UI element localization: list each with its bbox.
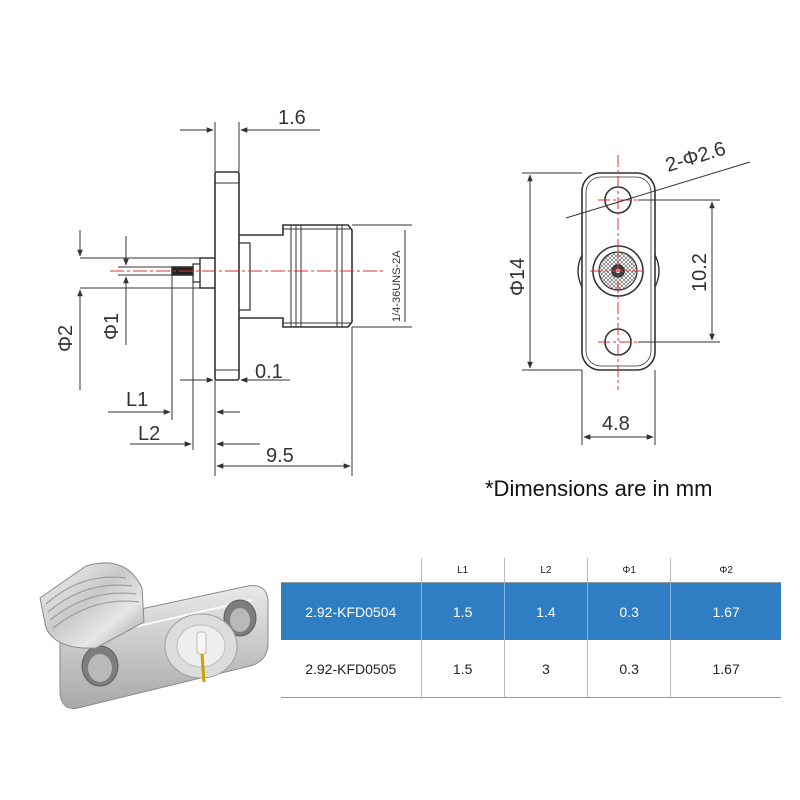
dim-flange-length: Φ14 [507, 258, 529, 296]
header-l1: L1 [420, 558, 505, 583]
front-dimensions [522, 161, 751, 445]
dim-l2: L2 [138, 423, 160, 445]
header-l2: L2 [503, 558, 588, 583]
dim-flange-thickness: 1.6 [278, 107, 306, 129]
rear-boss [199, 257, 215, 289]
dim-thread: 1/4-36UNS-2A [391, 250, 403, 322]
dim-flange-width: 4.8 [602, 413, 630, 435]
technical-drawing: 1.6 1/4-36UNS-2A Φ2 Φ1 0.1 L1 L2 9.5 [55, 107, 751, 476]
cell-phi1: 0.3 [586, 582, 671, 640]
front-centerlines [590, 155, 646, 390]
dim-l1: L1 [126, 389, 148, 411]
dim-length: 9.5 [266, 445, 294, 467]
flange-plate [214, 171, 240, 381]
cell-model: 2.92-KFD0505 [281, 640, 421, 698]
dim-gap: 0.1 [255, 361, 283, 383]
dim-phi1: Φ1 [101, 313, 123, 340]
cell-phi1: 0.3 [586, 640, 671, 698]
dim-hole-spacing: 10.2 [689, 253, 711, 292]
cell-l1: 1.5 [420, 640, 505, 698]
spec-table: L1 L2 Φ1 Φ2 2.92-KFD0504 1.5 1.4 0.3 1.6… [281, 558, 781, 698]
units-note: *Dimensions are in mm [485, 476, 713, 501]
cell-phi2: 1.67 [670, 582, 781, 640]
side-view [171, 171, 353, 381]
side-dimensions [77, 122, 412, 476]
cell-model: 2.92-KFD0504 [281, 582, 421, 640]
header-phi1: Φ1 [586, 558, 671, 583]
photo-barrel [39, 562, 145, 649]
table-row[interactable]: 2.92-KFD0504 1.5 1.4 0.3 1.67 [281, 582, 781, 640]
cell-l2: 3 [503, 640, 588, 698]
product-photo [39, 562, 269, 709]
photo-pin-insulator [196, 631, 207, 655]
dim-phi2: Φ2 [55, 325, 77, 352]
thread-lines [283, 225, 352, 327]
cell-phi2: 1.67 [670, 640, 781, 698]
photo-pin [200, 653, 206, 683]
cell-l1: 1.5 [420, 582, 505, 640]
header-phi2: Φ2 [670, 558, 781, 583]
header-model [281, 558, 421, 583]
dim-holes: 2-Φ2.6 [663, 138, 728, 177]
cell-l2: 1.4 [503, 582, 588, 640]
table-row[interactable]: 2.92-KFD0505 1.5 3 0.3 1.67 [281, 640, 781, 698]
table-header-row: L1 L2 Φ1 Φ2 [281, 558, 781, 583]
